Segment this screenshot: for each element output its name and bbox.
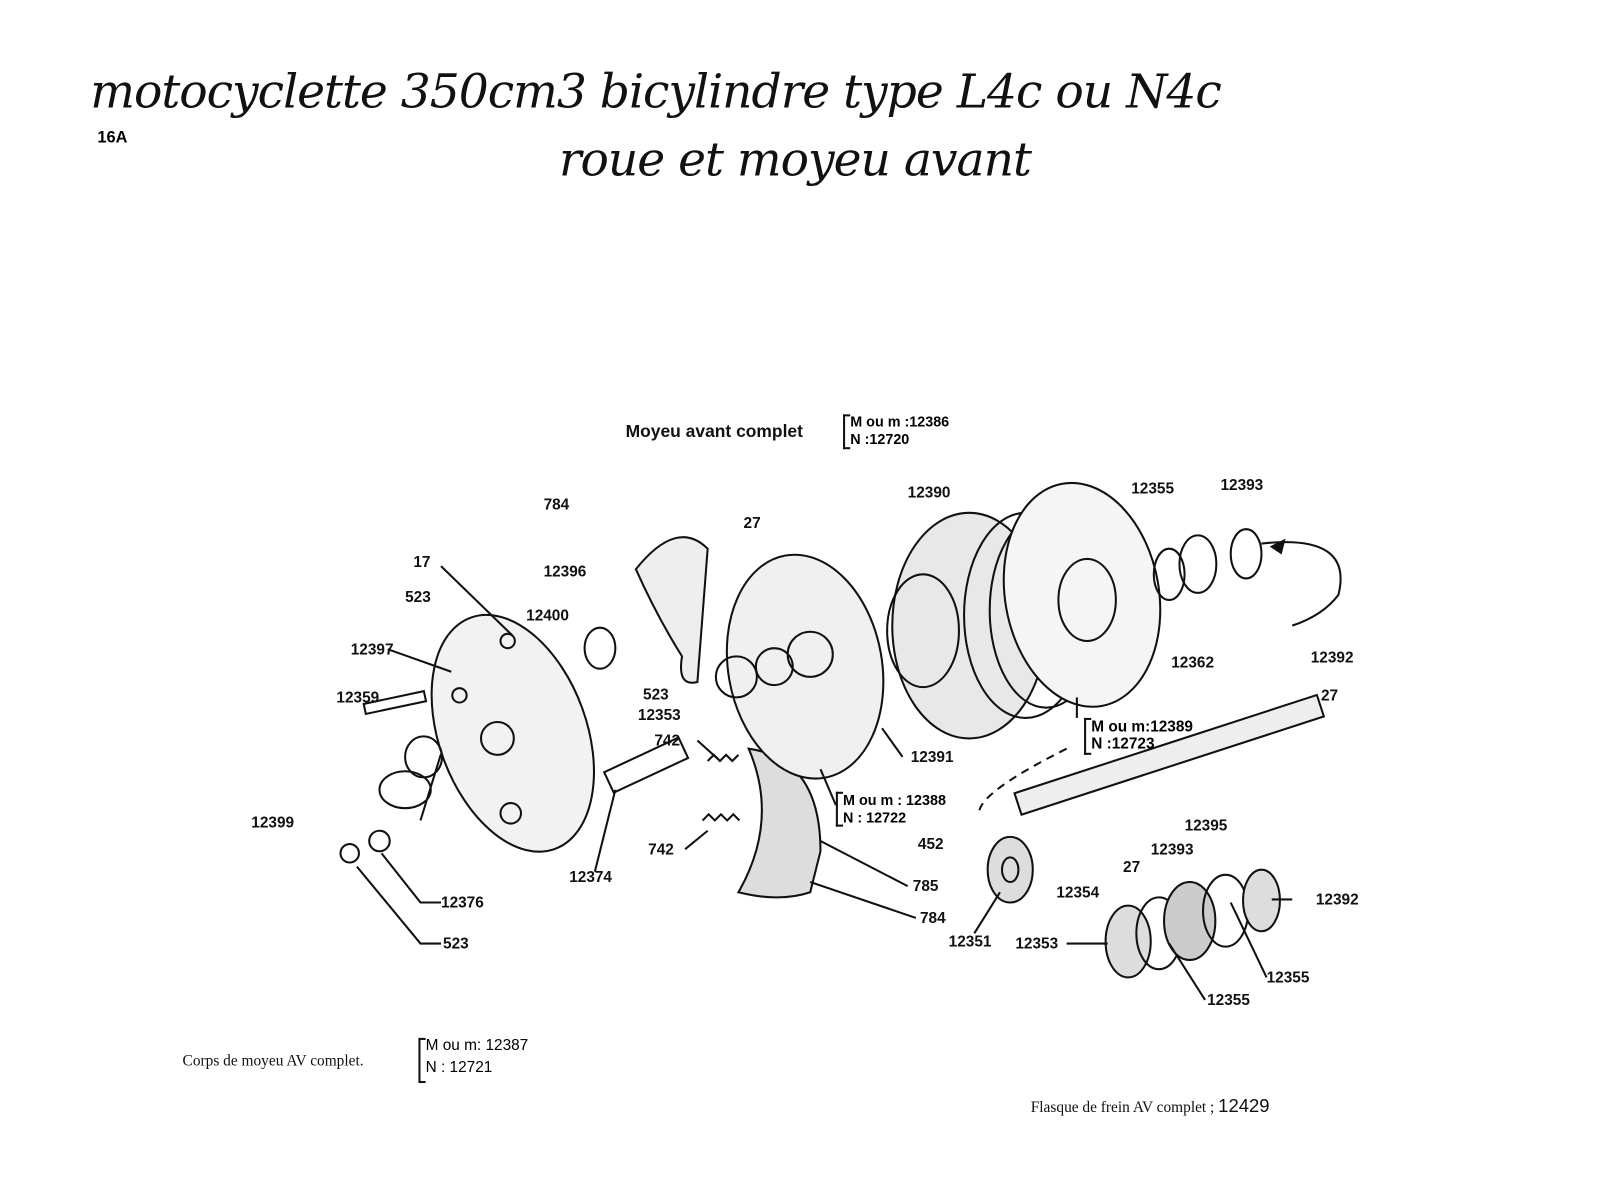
flasque-ref: 12429 [1218,1095,1270,1116]
part-label: 17 [413,553,431,572]
part-label: 12353 [1015,935,1059,953]
sub-12389-m-ref: M ou m:12389 [1091,717,1193,736]
part-label: 12351 [948,933,992,951]
moyeu-n-ref: N :12720 [850,430,910,448]
part-label: 742 [654,732,681,750]
part-label: 523 [405,588,431,607]
sub-12389-n-ref: N :12723 [1091,735,1155,753]
part-label: 12393 [1220,476,1264,495]
moyeu-label: Moyeu avant complet [625,421,803,442]
axle-27 [1013,693,1326,816]
hub-drum-flange [725,553,885,780]
corps-label: Corps de moyeu AV complet. [182,1053,364,1070]
part-label: 12355 [1266,969,1310,987]
sub-12388-m-ref: M ou m : 12388 [843,791,946,809]
part-label: 12392 [1315,891,1359,909]
part-label: 12391 [910,748,954,767]
part-label: 12376 [441,894,484,912]
part-label: 12399 [251,814,295,832]
nut-523 [339,843,360,864]
part-label: 12374 [569,868,612,887]
sub-12388-n-ref: N : 12722 [843,809,907,826]
bracket [835,791,844,827]
brake-plate-boss [479,720,515,756]
page-reference: 16A [97,129,128,147]
part-label: 452 [917,835,944,854]
part-label: 784 [919,909,946,928]
part-label: 12359 [336,689,380,707]
bracket [843,414,851,450]
part-label: 12355 [1207,991,1250,1010]
part-label: 12393 [1150,840,1194,859]
washer [368,829,391,853]
bolt-12359 [362,689,428,716]
hub-flange-right [1002,481,1162,708]
part-label: 12354 [1056,884,1100,902]
corps-n-ref: N : 12721 [425,1058,493,1076]
brake-shoe-upper [634,536,709,684]
moyeu-m-ref: M ou m :12386 [850,413,950,430]
title-line-1: motocyclette 350cm3 bicylindre type L4c … [90,63,1221,119]
spacer-12351 [986,835,1034,904]
part-label: 27 [1123,858,1141,876]
part-label: 12392 [1310,649,1354,667]
corps-m-ref: M ou m: 12387 [425,1036,529,1055]
part-label: 12397 [350,641,394,659]
part-label: 27 [743,514,761,533]
moyeu-refs: M ou m :12386 N :12720 [850,413,949,448]
part-label: 12362 [1171,654,1215,672]
part-label: 523 [643,686,669,704]
corps-refs: M ou m: 12387 N : 12721 [426,1035,529,1078]
part-label: 523 [443,935,469,953]
part-label: 12390 [907,484,951,502]
part-label: 27 [1320,687,1339,705]
flasque-label: Flasque de frein AV complet ; 12429 [1031,1095,1270,1117]
part-label: 785 [912,877,939,896]
part-label: 12355 [1131,479,1175,498]
part-label: 12353 [637,706,681,725]
cam-12374 [602,736,690,795]
bracket [1084,717,1092,755]
title-line-2: roue et moyeu avant [558,131,1032,187]
part-label: 784 [543,496,570,514]
sub-12389-refs: M ou m:12389 N :12723 [1091,718,1193,753]
part-label: 12396 [543,563,587,581]
part-label: 12395 [1184,817,1228,835]
flasque-text: Flasque de frein AV complet ; [1030,1099,1215,1116]
part-label: 12400 [526,607,569,625]
bracket [418,1037,426,1084]
part-label: 742 [648,840,674,859]
sub-12388-refs: M ou m : 12388 N : 12722 [843,792,946,827]
